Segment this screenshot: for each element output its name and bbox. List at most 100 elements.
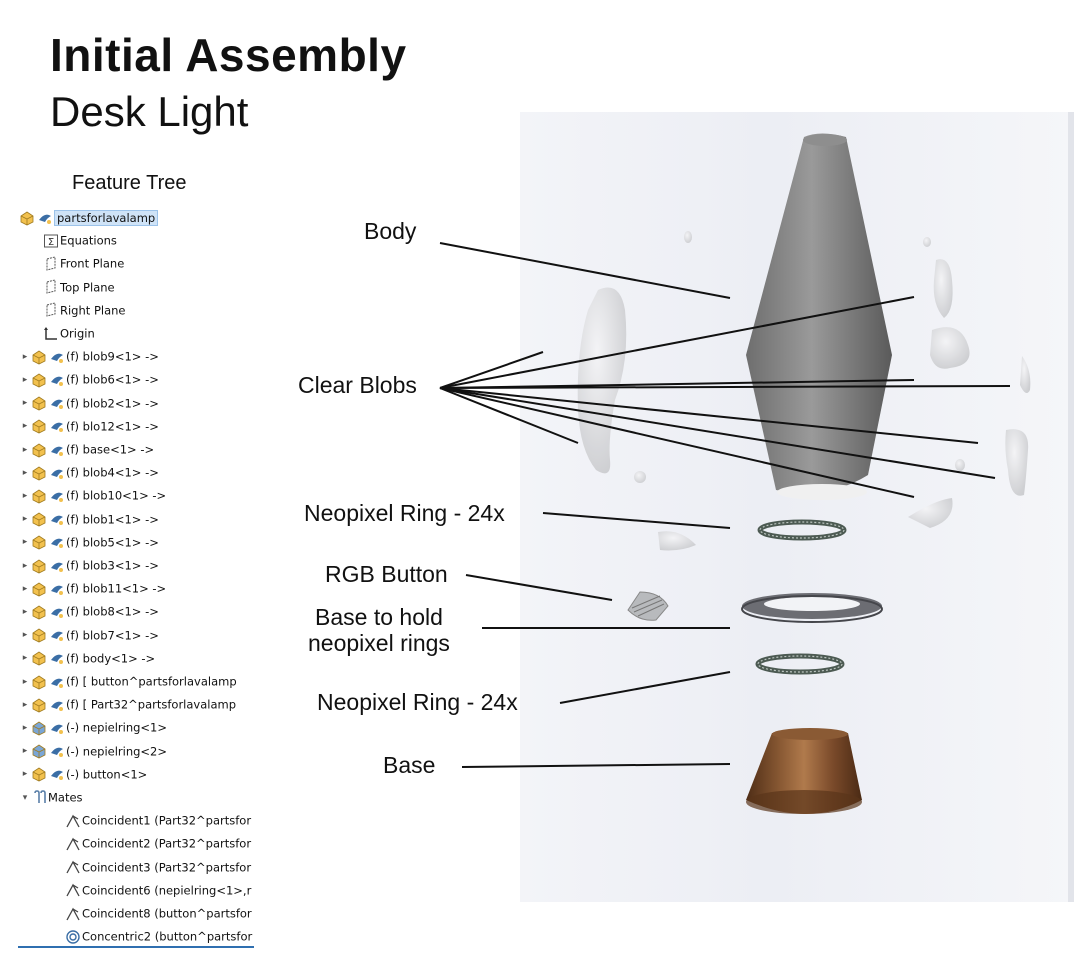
expand-arrow-icon[interactable]: ▸ xyxy=(22,583,28,594)
callout-leader-lines xyxy=(439,242,1011,768)
tree-item-label: (-) nepielring<2> xyxy=(66,744,168,759)
clear-blobs-model xyxy=(577,231,1031,551)
tree-item-label: Top Plane xyxy=(60,280,115,295)
tree-item[interactable]: Concentric2 (button^partsfor xyxy=(64,926,252,946)
callout-rgb-button: RGB Button xyxy=(325,561,448,587)
tree-item[interactable]: ▸ (f) blob9<1> -> xyxy=(20,346,159,366)
expand-arrow-icon[interactable]: ▸ xyxy=(22,746,28,757)
collapse-arrow-icon[interactable]: ▾ xyxy=(22,792,28,803)
tree-item[interactable]: ▸ (f) blob5<1> -> xyxy=(20,532,159,552)
tree-item[interactable]: ▾Mates xyxy=(20,787,83,807)
tree-item-label: (f) blob9<1> -> xyxy=(66,349,159,364)
part-icon xyxy=(30,650,48,666)
expand-arrow-icon[interactable]: ▸ xyxy=(22,769,28,780)
tree-item-label: (f) blob3<1> -> xyxy=(66,558,159,573)
tree-item[interactable]: Coincident3 (Part32^partsfor xyxy=(64,857,251,877)
expand-arrow-icon[interactable]: ▸ xyxy=(22,444,28,455)
tree-item[interactable]: ▸(f) base<1> -> xyxy=(20,439,154,459)
expand-arrow-icon[interactable]: ▸ xyxy=(22,699,28,710)
tree-item-label: (f) blob4<1> -> xyxy=(66,465,159,480)
mates-icon xyxy=(30,789,48,806)
part-icon xyxy=(30,674,48,690)
display-state-icon xyxy=(48,349,66,365)
display-state-icon xyxy=(48,604,66,620)
tree-root-assembly[interactable]: partsforlavalamp xyxy=(18,207,159,227)
concentric-icon xyxy=(64,929,82,945)
tree-item[interactable]: Coincident6 (nepielring<1>,r xyxy=(64,880,251,900)
tree-item-label: (f) blob5<1> -> xyxy=(66,535,159,550)
tree-item[interactable]: ▸(f) blob10<1> -> xyxy=(20,485,166,505)
part-icon xyxy=(30,395,48,411)
expand-arrow-icon[interactable]: ▸ xyxy=(22,722,28,733)
expand-arrow-icon[interactable]: ▸ xyxy=(22,421,28,432)
expand-arrow-icon[interactable]: ▸ xyxy=(22,653,28,664)
tree-item[interactable]: Coincident1 (Part32^partsfor xyxy=(64,810,251,830)
tree-item[interactable]: ▸(f) blob6<1> -> xyxy=(20,369,159,389)
tree-item-label: (f) blob2<1> -> xyxy=(66,396,159,411)
tree-item-label: partsforlavalamp xyxy=(54,209,159,226)
feature-tree-caption: Feature Tree xyxy=(72,172,187,194)
part-icon xyxy=(30,465,48,481)
tree-item[interactable]: ▸ (f) blob8<1> -> xyxy=(20,601,159,621)
callout-body: Body xyxy=(364,218,417,244)
tree-item[interactable]: Coincident8 (button^partsfor xyxy=(64,903,252,923)
expand-arrow-icon[interactable]: ▸ xyxy=(22,560,28,571)
tree-item[interactable]: ▸ (f) blob2<1> -> xyxy=(20,393,159,413)
tree-item[interactable]: ▸ (f) blob3<1> -> xyxy=(20,555,159,575)
display-state-icon xyxy=(48,465,66,481)
part-icon xyxy=(30,558,48,574)
viewport-edge xyxy=(1068,112,1074,902)
tree-item[interactable]: Top Plane xyxy=(42,277,115,297)
tree-item[interactable]: Front Plane xyxy=(42,253,124,273)
tree-item[interactable]: ▸(f) body<1> -> xyxy=(20,648,155,668)
callout-base: Base xyxy=(383,752,436,778)
expand-arrow-icon[interactable]: ▸ xyxy=(22,374,28,385)
display-state-icon xyxy=(48,488,66,504)
part-icon xyxy=(30,418,48,434)
rgb-button-model xyxy=(627,591,669,621)
expand-arrow-icon[interactable]: ▸ xyxy=(22,606,28,617)
display-state-icon xyxy=(48,627,66,643)
tree-item[interactable]: ▸(f) blob7<1> -> xyxy=(20,625,159,645)
part-icon xyxy=(30,604,48,620)
equations-icon: Σ xyxy=(42,233,60,249)
expand-arrow-icon[interactable]: ▸ xyxy=(22,630,28,641)
expand-arrow-icon[interactable]: ▸ xyxy=(22,467,28,478)
tree-item-label: (f) [ button^partsforlavalamp xyxy=(66,674,237,689)
tree-item-label: Coincident6 (nepielring<1>,r xyxy=(82,883,252,898)
tree-item[interactable]: ▸ (-) nepielring<2> xyxy=(20,741,167,761)
tree-item[interactable]: Coincident2 (Part32^partsfor xyxy=(64,833,251,853)
callout-clear-blobs: Clear Blobs xyxy=(298,372,417,398)
expand-arrow-icon[interactable]: ▸ xyxy=(22,398,28,409)
expand-arrow-icon[interactable]: ▸ xyxy=(22,676,28,687)
tree-item[interactable]: Right Plane xyxy=(42,300,125,320)
tree-item[interactable]: ▸ (f) blo12<1> -> xyxy=(20,416,159,436)
expand-arrow-icon[interactable]: ▸ xyxy=(22,490,28,501)
display-state-icon xyxy=(48,766,66,782)
tree-item[interactable]: ▸ (f) [ button^partsforlavalamp xyxy=(20,671,237,691)
part-icon xyxy=(30,488,48,504)
tree-item-label: (-) nepielring<1> xyxy=(66,720,168,735)
tree-item[interactable]: ▸ (f) blob11<1> -> xyxy=(20,578,166,598)
callout-ring-holder: Base to hold neopixel rings xyxy=(308,604,450,656)
tree-item[interactable]: ▸(f) [ Part32^partsforlavalamp xyxy=(20,694,236,714)
tree-item-label: Coincident8 (button^partsfor xyxy=(82,906,252,921)
tree-item[interactable]: ▸ (-) nepielring<1> xyxy=(20,717,167,737)
tree-item[interactable]: ▸ (f) blob4<1> -> xyxy=(20,462,159,482)
tree-item-label: (f) blob11<1> -> xyxy=(66,581,167,596)
display-state-icon xyxy=(48,442,66,458)
tree-item-label: (f) blo12<1> -> xyxy=(66,419,159,434)
tree-item-label: (f) blob8<1> -> xyxy=(66,604,159,619)
expand-arrow-icon[interactable]: ▸ xyxy=(22,351,28,362)
display-state-icon xyxy=(48,743,66,759)
expand-arrow-icon[interactable]: ▸ xyxy=(22,537,28,548)
part-icon xyxy=(30,766,48,782)
tree-item[interactable]: ▸(f) blob1<1> -> xyxy=(20,509,159,529)
tree-item[interactable]: Origin xyxy=(42,323,95,343)
expand-arrow-icon[interactable]: ▸ xyxy=(22,514,28,525)
wooden-base-model xyxy=(746,728,862,814)
coincident-icon xyxy=(64,813,82,829)
tree-item-label: Coincident3 (Part32^partsfor xyxy=(82,860,252,875)
tree-item[interactable]: ▸(-) button<1> xyxy=(20,764,147,784)
